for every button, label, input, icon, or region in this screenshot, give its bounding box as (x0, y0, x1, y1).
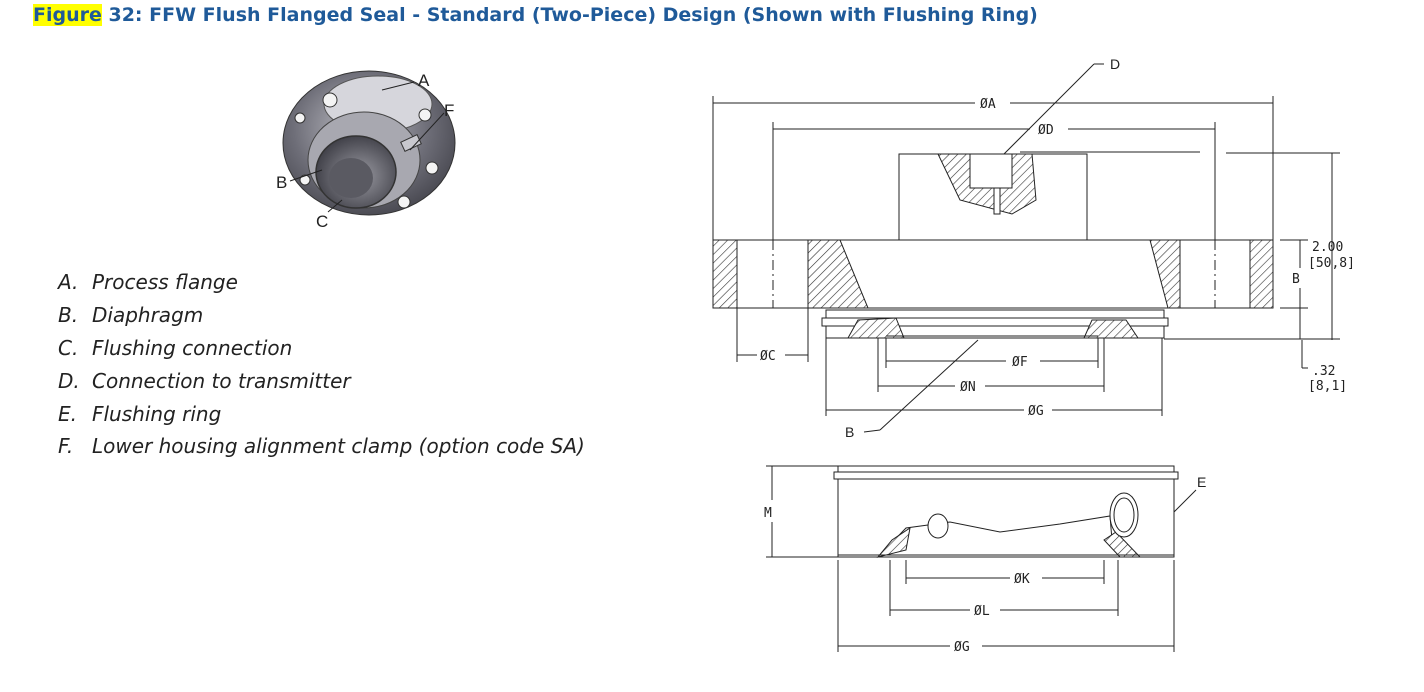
legend-key: D. (58, 369, 80, 393)
legend-item-b: B. Diaphragm (58, 303, 203, 327)
flange-hatch-right (1249, 239, 1274, 309)
legend-text: Connection to transmitter (92, 369, 351, 393)
flushing-ring-bottom (825, 325, 1165, 339)
bolt-hole (397, 195, 411, 209)
legend-text: Lower housing alignment clamp (option co… (92, 434, 585, 458)
label-dia-d: ØD (1038, 123, 1054, 138)
label-ring-mm: [8,1] (1308, 379, 1347, 394)
ring-view-labels: E M ØK ØL ØG (764, 474, 1206, 655)
ring-hatch-right (1083, 319, 1139, 339)
legend-text: Flushing ring (92, 402, 222, 426)
photo-label-b: B (276, 173, 287, 192)
flange-section-view (712, 63, 1340, 433)
figure-word: Figure (33, 4, 102, 26)
legend-item-f: F. Lower housing alignment clamp (option … (58, 434, 585, 458)
label-d: D (1110, 56, 1120, 72)
flange-outline (712, 239, 1274, 309)
label-m: M (764, 506, 772, 521)
legend-item-e: E. Flushing ring (58, 402, 221, 426)
legend-text: Diaphragm (92, 303, 204, 327)
label-dia-a: ØA (980, 97, 996, 112)
capillary-bore (993, 187, 1001, 215)
figure-title: Figure 32: FFW Flush Flanged Seal - Stan… (33, 4, 1038, 26)
legend-key: B. (58, 303, 79, 327)
diaphragm-center (329, 158, 373, 198)
leader-b (879, 339, 979, 431)
label-height-mm: [50,8] (1308, 256, 1355, 271)
label-height-in: 2.00 (1312, 240, 1343, 255)
flush-port (927, 513, 949, 539)
bolt-hole (299, 174, 311, 186)
ring-hatch-left (847, 317, 905, 339)
figure-caption: 32: FFW Flush Flanged Seal - Standard (T… (101, 4, 1038, 26)
legend-item-a: A. Process flange (58, 270, 238, 294)
callout-line-c (327, 199, 343, 213)
legend-text: Flushing connection (92, 336, 293, 360)
bolt-hole (294, 112, 306, 124)
flange-hatch-left (712, 239, 738, 309)
bolt-hole (418, 108, 432, 122)
flushing-ring-view (766, 465, 1197, 652)
transmitter-port (969, 153, 1013, 189)
legend-item-d: D. Connection to transmitter (58, 369, 351, 393)
label-dia-c: ØC (760, 349, 776, 364)
callout-line-b (289, 169, 323, 182)
photo-label-c: C (316, 212, 328, 231)
flushing-ring-top (825, 309, 1165, 319)
label-b-dim: B (1292, 272, 1300, 287)
label-e: E (1197, 474, 1206, 490)
section-view-labels: D ØA ØD ØC ØF ØN ØG B B 2.00 [50,8] .32 … (760, 56, 1355, 440)
seal-illustration: A F B C (276, 70, 456, 231)
legend-key: A. (58, 270, 79, 294)
ring-lip (837, 465, 1175, 473)
callout-line-a (381, 81, 415, 91)
ring-hatch-right (1103, 531, 1142, 558)
flush-connection-inner (1113, 497, 1135, 533)
label-dia-k: ØK (1014, 572, 1030, 587)
ring-lip (833, 471, 1179, 480)
photo-label-f: F (444, 101, 454, 120)
ring-hatch-left (876, 526, 911, 558)
bolt-hole (425, 161, 439, 175)
legend-item-c: C. Flushing connection (58, 336, 292, 360)
bolt-hole (322, 92, 338, 108)
photo-label-a: A (418, 71, 430, 90)
label-dia-f: ØF (1012, 355, 1028, 370)
alignment-clamp (400, 134, 422, 152)
leader-e (1173, 489, 1197, 513)
legend-key: F. (58, 434, 74, 458)
label-b-callout: B (845, 424, 854, 440)
label-dia-n: ØN (960, 380, 976, 395)
legend-key: E. (58, 402, 77, 426)
leader-b (863, 429, 881, 433)
label-dia-l: ØL (974, 604, 990, 619)
label-dia-g: ØG (1028, 404, 1044, 419)
leader-d (1003, 63, 1095, 155)
legend-key: C. (58, 336, 79, 360)
label-ring-in: .32 (1312, 364, 1335, 379)
label-dia-g2: ØG (954, 640, 970, 655)
callout-line-f (409, 112, 445, 151)
legend-text: Process flange (92, 270, 238, 294)
